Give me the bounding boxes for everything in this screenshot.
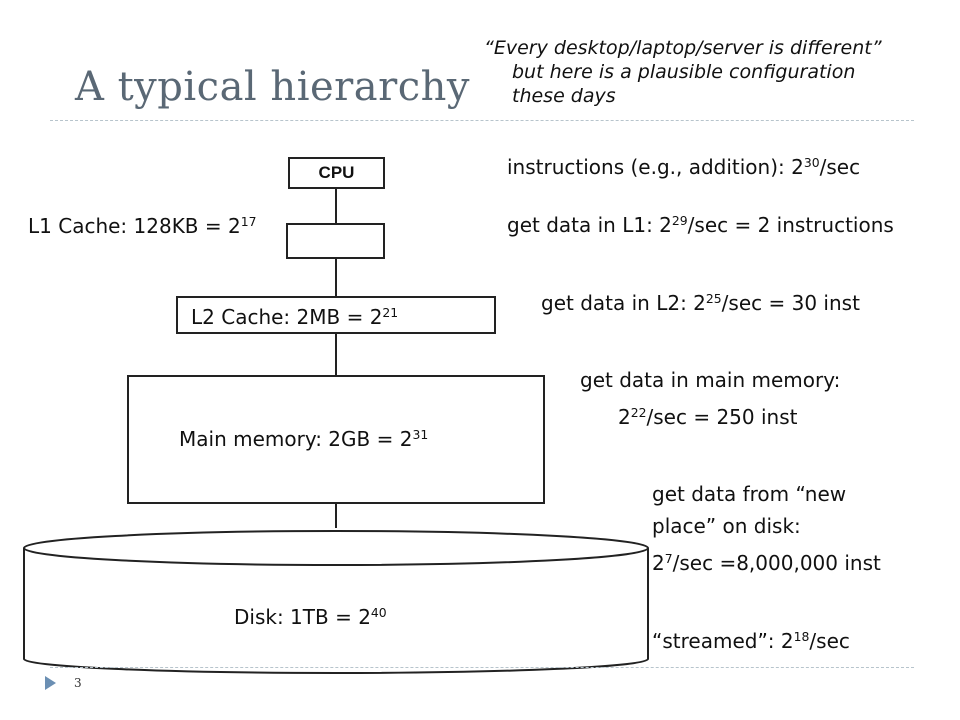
main-memory-box: Main memory: 2GB = 231 — [127, 375, 545, 504]
disk-body — [23, 548, 649, 674]
annotation-l1: get data in L1: 229/sec = 2 instructions — [507, 213, 894, 237]
slide-title: A typical hierarchy — [75, 64, 471, 110]
top-divider — [50, 120, 914, 121]
cpu-box: CPU — [288, 157, 385, 189]
disk-top — [23, 530, 649, 566]
bottom-divider — [50, 667, 914, 668]
disk-label: Disk: 1TB = 240 — [234, 605, 387, 629]
annotation-disk-line-1: get data from “new — [652, 482, 847, 506]
l1-cache-label: L1 Cache: 128KB = 217 — [28, 214, 257, 238]
quote-line-1: “Every desktop/laptop/server is differen… — [484, 37, 882, 59]
cpu-label: CPU — [318, 163, 355, 182]
l2-cache-box: L2 Cache: 2MB = 221 — [176, 296, 496, 334]
annotation-memory-line-1: get data in main memory: — [580, 368, 841, 392]
quote-line-2: but here is a plausible configuration — [512, 61, 856, 83]
quote-line-3: these days — [512, 85, 616, 107]
quote: “Every desktop/laptop/server is differen… — [484, 36, 882, 108]
l2-cache-label: L2 Cache: 2MB = 221 — [191, 305, 399, 329]
triangle-bullet-icon — [45, 676, 56, 690]
annotation-memory-line-2: 222/sec = 250 inst — [618, 405, 798, 429]
annotation-disk-line-2: place” on disk: — [652, 514, 801, 538]
page-number: 3 — [74, 676, 82, 690]
main-memory-label: Main memory: 2GB = 231 — [179, 427, 429, 451]
annotation-instructions: instructions (e.g., addition): 230/sec — [507, 155, 861, 179]
l1-cache-box — [286, 223, 385, 259]
annotation-disk-line-3: 27/sec =8,000,000 inst — [652, 551, 881, 575]
annotation-l2: get data in L2: 225/sec = 30 inst — [541, 291, 860, 315]
annotation-streamed: “streamed”: 218/sec — [652, 629, 850, 653]
